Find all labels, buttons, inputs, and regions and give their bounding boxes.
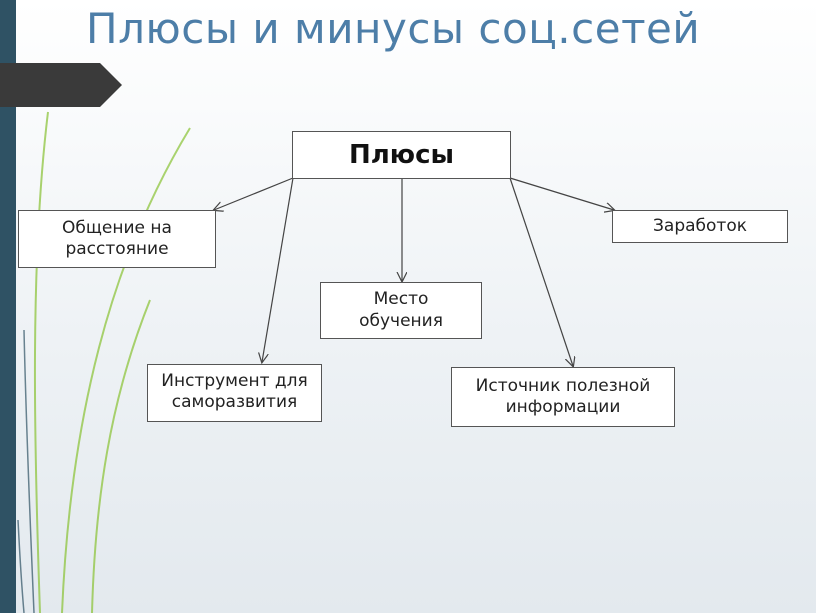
edge-root-earning: [509, 177, 614, 210]
edge-root-distance: [214, 177, 294, 210]
edge-root-info: [509, 177, 573, 366]
node-study: Место обучения: [320, 282, 482, 339]
left-sidebar-bar: [0, 0, 16, 613]
swoosh-line: [91, 299, 151, 613]
root-node: Плюсы: [292, 131, 511, 179]
swoosh-line: [17, 519, 25, 613]
swoosh-line: [23, 329, 35, 613]
edge-root-tool: [262, 177, 294, 362]
node-info: Источник полезной информации: [451, 367, 675, 427]
swoosh-line: [61, 127, 191, 613]
node-distance: Общение на расстояние: [18, 210, 216, 268]
swoosh-line: [33, 111, 49, 613]
slide-title: Плюсы и минусы соц.сетей: [86, 4, 701, 53]
node-tool: Инструмент для саморазвития: [147, 364, 322, 422]
title-tab-shape: [0, 63, 122, 107]
node-earning: Заработок: [612, 210, 788, 243]
